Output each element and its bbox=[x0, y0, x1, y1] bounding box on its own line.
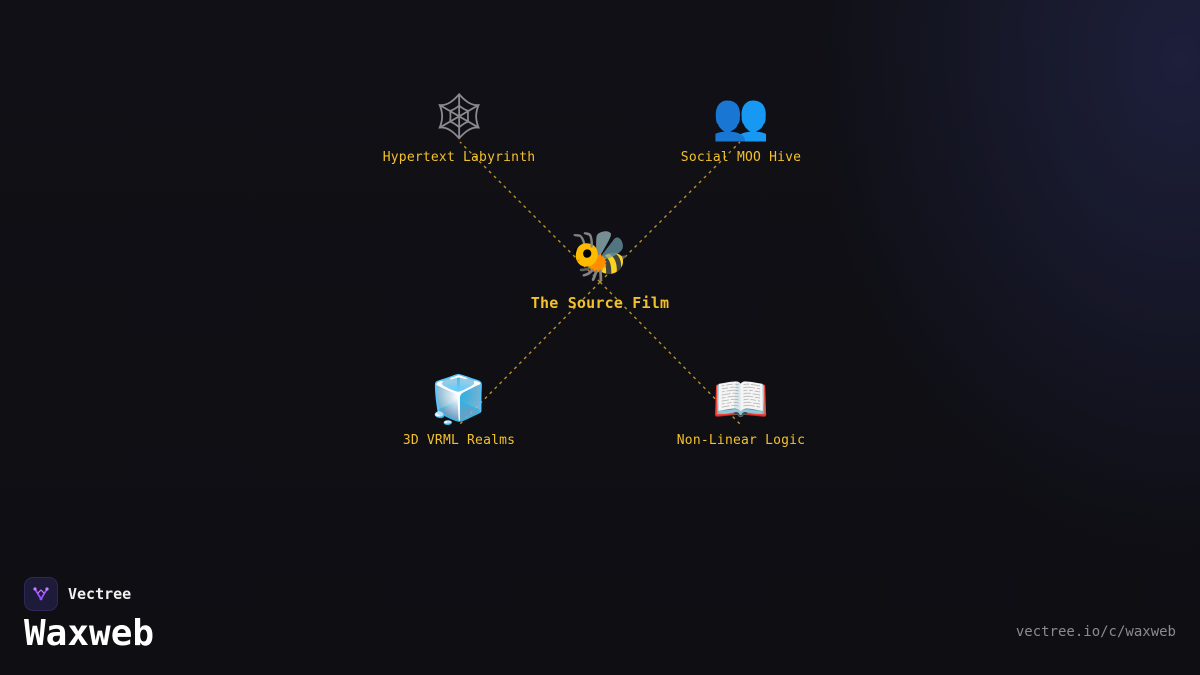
link-3d-vrml-realms bbox=[459, 281, 601, 425]
node-label: The Source Film bbox=[530, 294, 670, 312]
node-label: Hypertext Labyrinth bbox=[382, 150, 536, 165]
node-label: Non-Linear Logic bbox=[676, 433, 806, 448]
open-book-icon: 📖 bbox=[712, 372, 770, 426]
node-hypertext-labyrinth[interactable]: 🕸 Hypertext Labyrinth bbox=[383, 88, 536, 165]
node-label: 3D VRML Realms bbox=[402, 433, 516, 448]
bee-icon: 🐝 bbox=[570, 228, 630, 284]
spider-web-icon: 🕸 bbox=[429, 89, 489, 143]
ice-cube-icon: 🧊 bbox=[430, 372, 488, 426]
brand-name: Vectree bbox=[68, 585, 132, 603]
node-label: Social MOO Hive bbox=[680, 150, 802, 165]
people-icon: 👥 bbox=[712, 89, 770, 143]
link-social-moo-hive bbox=[599, 141, 741, 283]
vectree-logo-icon bbox=[24, 577, 58, 611]
page-title: Waxweb bbox=[24, 613, 155, 654]
brand[interactable]: Vectree bbox=[24, 577, 131, 611]
node-social-moo-hive[interactable]: 👥 Social MOO Hive bbox=[681, 88, 801, 165]
page-url[interactable]: vectree.io/c/waxweb bbox=[1015, 624, 1176, 640]
node-the-source-film[interactable]: 🐝 The Source Film bbox=[531, 228, 669, 312]
node-3d-vrml-realms[interactable]: 🧊 3D VRML Realms bbox=[403, 371, 515, 448]
link-non-linear-logic bbox=[599, 281, 741, 425]
link-hypertext-labyrinth bbox=[459, 141, 601, 283]
node-non-linear-logic[interactable]: 📖 Non-Linear Logic bbox=[677, 371, 805, 448]
